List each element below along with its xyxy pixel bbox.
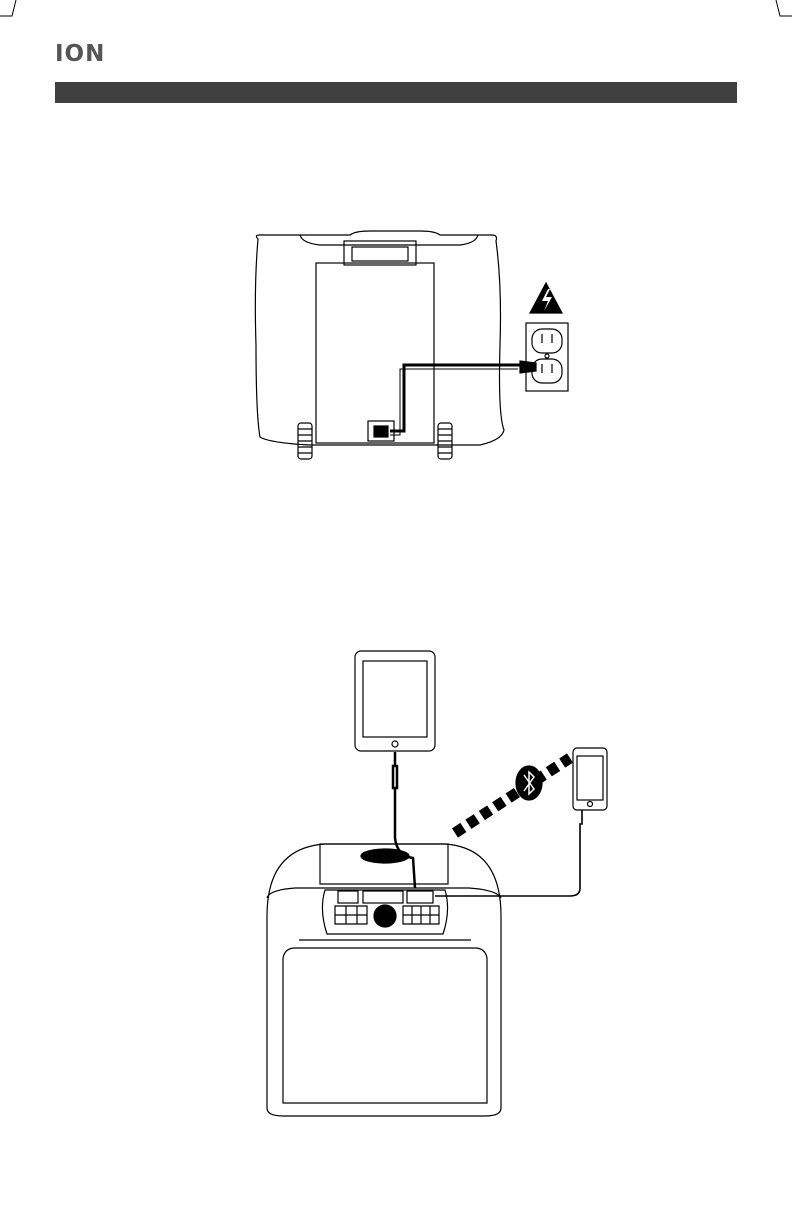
- warning-triangle-icon: [530, 283, 562, 313]
- crop-mark-left: [0, 0, 40, 40]
- wheel-icon: [298, 423, 312, 459]
- bluetooth-icon: [516, 766, 542, 800]
- speaker-front-icon: [267, 844, 501, 1116]
- ion-logo: ION: [55, 43, 105, 66]
- crop-mark-right: [752, 0, 792, 40]
- aux-cable-icon: [393, 752, 415, 888]
- section-header-bar: [55, 82, 737, 103]
- smartphone-icon: [573, 748, 607, 810]
- wheel-icon: [438, 423, 452, 459]
- control-panel-icon: [322, 890, 447, 934]
- power-connection-figure: [240, 225, 580, 470]
- audio-source-figure: [255, 648, 615, 1123]
- power-cable-icon: [390, 365, 520, 431]
- wall-outlet-icon: [526, 323, 568, 391]
- usb-cable-icon: [435, 810, 582, 896]
- tablet-icon: [355, 651, 435, 751]
- rear-panel: [316, 263, 434, 443]
- bluetooth-signal: [455, 758, 570, 833]
- speaker-grille: [283, 948, 487, 1103]
